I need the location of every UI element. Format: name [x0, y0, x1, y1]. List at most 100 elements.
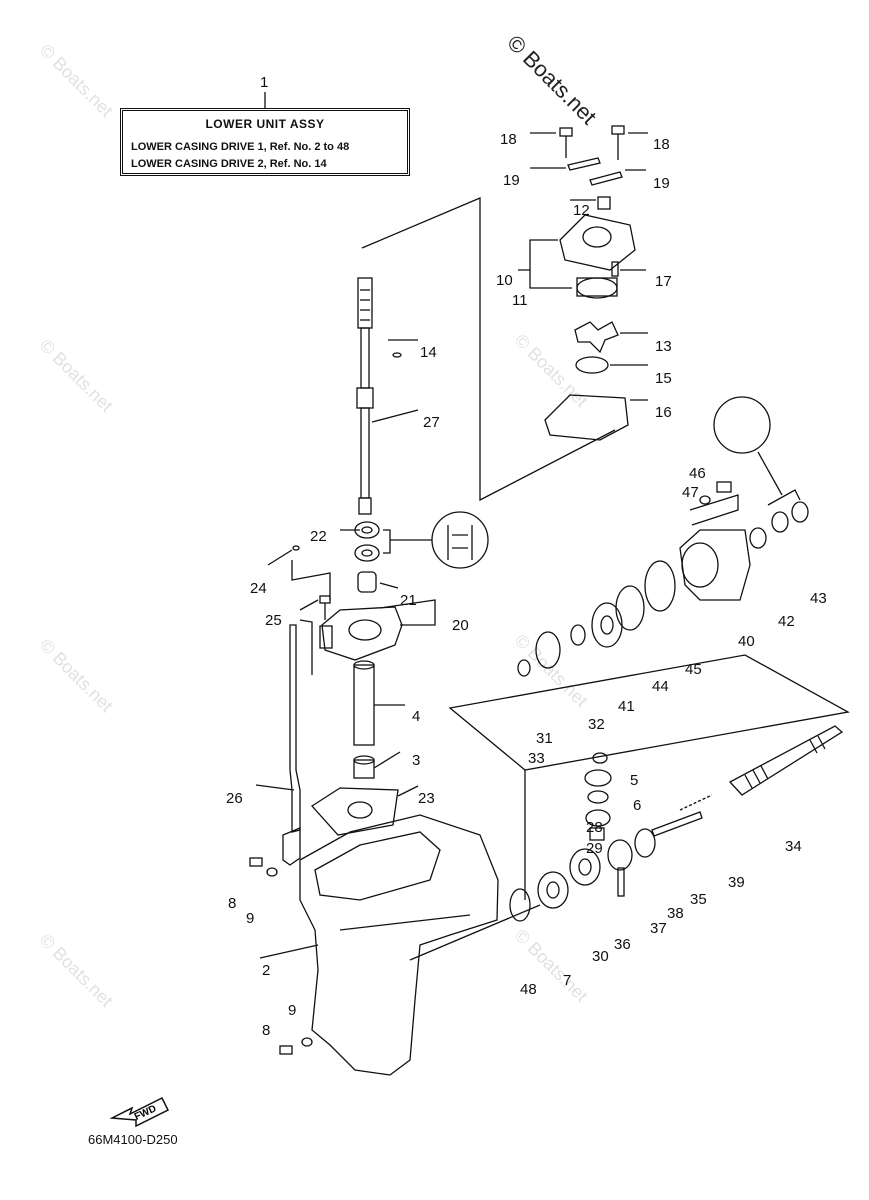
drain-screw-upper: [249, 857, 263, 867]
callout-35: 35: [690, 891, 707, 908]
callout-20: 20: [452, 617, 469, 634]
seal-42: [749, 527, 767, 549]
callout-17: 17: [655, 273, 672, 290]
bolt: [319, 595, 331, 604]
pin: [292, 545, 300, 551]
callout-14: 14: [420, 344, 437, 361]
callout-26: 26: [226, 790, 243, 807]
gear-group-frame: [448, 654, 850, 771]
bushing: [353, 759, 375, 779]
bearing-7: [537, 871, 569, 909]
collar: [357, 571, 377, 593]
outer-plate: [544, 394, 629, 441]
gasket-9-lower: [301, 1037, 313, 1047]
seal-43b: [791, 501, 809, 523]
propeller-shaft: [728, 725, 844, 796]
callout-37: 37: [650, 920, 667, 937]
callout-6: 6: [633, 797, 642, 814]
callout-15: 15: [655, 370, 672, 387]
woodruff-key: [392, 352, 402, 358]
bearing-lower: [354, 544, 380, 562]
diagram-code: 66M4100-D250: [88, 1132, 178, 1147]
bolt-18-left: [559, 127, 573, 137]
callout-40: 40: [738, 633, 755, 650]
fwd-arrow-icon: FWD: [110, 1096, 170, 1128]
spring-39: [679, 794, 713, 811]
callout-2: 2: [262, 962, 271, 979]
callout-27: 27: [423, 414, 440, 431]
sleeve: [353, 664, 375, 746]
drain-screw-lower: [279, 1045, 293, 1055]
callout-31: 31: [536, 730, 553, 747]
title-line-1: LOWER CASING DRIVE 1, Ref. No. 2 to 48: [131, 141, 350, 153]
detail-circle-2: [713, 396, 771, 454]
collar-12: [597, 196, 611, 210]
washer-32: [570, 624, 586, 646]
title-box: LOWER UNIT ASSY LOWER CASING DRIVE 1, Re…: [120, 108, 410, 176]
callout-36: 36: [614, 936, 631, 953]
o-ring-44: [615, 585, 645, 631]
callout-42: 42: [778, 613, 795, 630]
callout-19: 19: [503, 172, 520, 189]
dowel-pin: [611, 261, 619, 277]
drive-shaft: [356, 277, 374, 515]
callout-22: 22: [310, 528, 327, 545]
callout-48: 48: [520, 981, 537, 998]
callout-19: 19: [653, 175, 670, 192]
oil-seal-housing: [321, 606, 403, 661]
shift-plunger-35: [651, 811, 703, 837]
seal-43a: [771, 511, 789, 533]
callout-8: 8: [262, 1022, 271, 1039]
callout-46: 46: [689, 465, 706, 482]
callout-16: 16: [655, 404, 672, 421]
shim-48: [509, 888, 531, 922]
pump-housing: [559, 214, 636, 271]
callout-43: 43: [810, 590, 827, 607]
callout-5: 5: [630, 772, 639, 789]
callout-23: 23: [418, 790, 435, 807]
callout-38: 38: [667, 905, 684, 922]
callout-12: 12: [573, 202, 590, 219]
gear-30: [569, 848, 601, 886]
bolt-46: [716, 481, 732, 493]
callout-9: 9: [246, 910, 255, 927]
o-ring: [575, 356, 609, 374]
title-heading: LOWER UNIT ASSY: [205, 117, 325, 131]
callout-45: 45: [685, 661, 702, 678]
callout-47: 47: [682, 484, 699, 501]
callout-34: 34: [785, 838, 802, 855]
washer-47: [699, 495, 711, 505]
callout-44: 44: [652, 678, 669, 695]
shift-rod: [289, 624, 301, 833]
pinion-28: [585, 809, 611, 827]
nut-29: [589, 827, 605, 841]
plate-19-right: [589, 171, 623, 186]
callout-1: 1: [260, 74, 269, 91]
callout-32: 32: [588, 716, 605, 733]
callout-8: 8: [228, 895, 237, 912]
pin-37: [617, 867, 625, 897]
ring-38: [634, 828, 656, 858]
callout-10: 10: [496, 272, 513, 289]
callout-25: 25: [265, 612, 282, 629]
callout-33: 33: [528, 750, 545, 767]
impeller: [574, 321, 619, 354]
callout-39: 39: [728, 874, 745, 891]
callout-18: 18: [653, 136, 670, 153]
callout-7: 7: [563, 972, 572, 989]
callout-18: 18: [500, 131, 517, 148]
gear-31: [535, 631, 561, 669]
gasket-9-upper: [266, 867, 278, 877]
callout-21: 21: [400, 592, 417, 609]
callout-24: 24: [250, 580, 267, 597]
clutch-36: [607, 839, 633, 871]
plate-19-left: [567, 157, 601, 171]
gasket: [311, 787, 399, 836]
circlip-33: [517, 659, 531, 677]
callout-9: 9: [288, 1002, 297, 1019]
o-ring-45: [644, 560, 676, 612]
bolt-18-right: [611, 125, 625, 135]
pump-insert: [576, 277, 618, 299]
guide-line: [361, 197, 616, 502]
